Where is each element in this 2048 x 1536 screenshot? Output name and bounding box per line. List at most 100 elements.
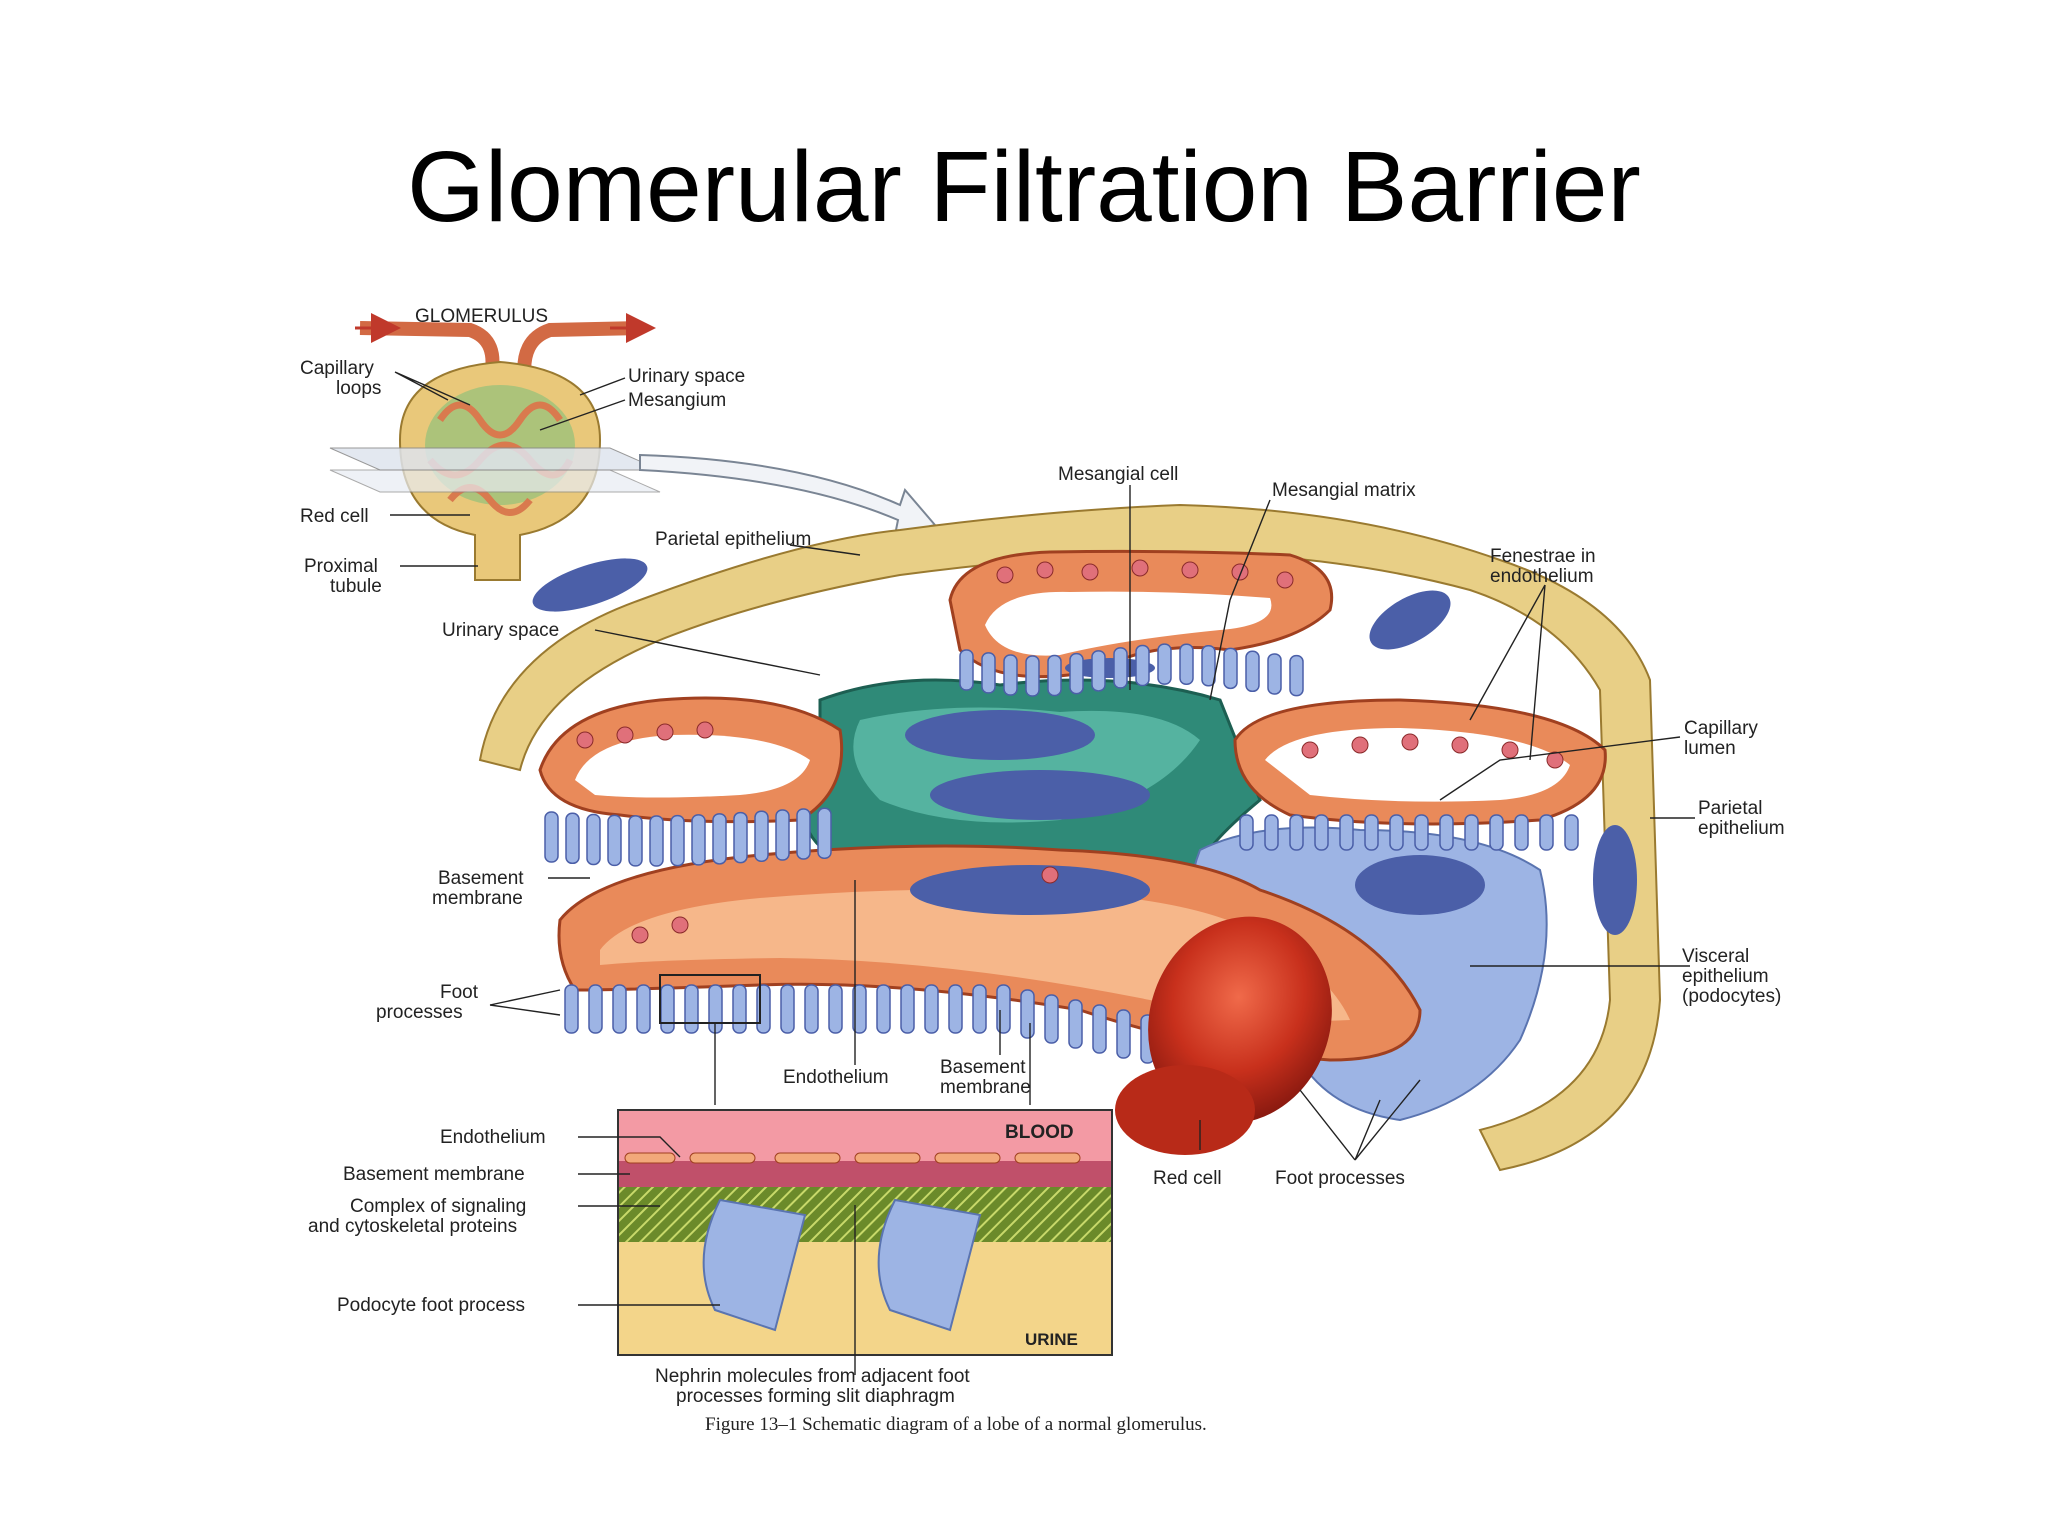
- fenestra: [631, 926, 649, 944]
- foot-process: [852, 984, 867, 1034]
- fenestra: [576, 731, 594, 749]
- parietal-nucleus: [532, 558, 648, 612]
- foot-process: [712, 813, 727, 865]
- foot-process: [1389, 814, 1404, 851]
- foot-process: [1201, 645, 1216, 687]
- foot-process: [959, 649, 974, 691]
- foot-process: [981, 652, 996, 694]
- blood-label: BLOOD: [1005, 1122, 1074, 1143]
- glomerulus-inset: GLOMERULUS Capillary loops Urinary space…: [300, 306, 937, 597]
- foot-process: [588, 984, 603, 1034]
- foot-process: [1091, 650, 1106, 692]
- foot-process: [817, 807, 832, 860]
- label-visceral-3: (podocytes): [1682, 986, 1781, 1007]
- foot-process: [1439, 814, 1454, 851]
- label-mesangial-matrix: Mesangial matrix: [1272, 480, 1416, 501]
- label-parietal-right-2: epithelium: [1698, 818, 1785, 839]
- label-basement-bottom-2: membrane: [940, 1077, 1031, 1098]
- fenestra: [1131, 559, 1149, 577]
- capillary-lumen-left: [575, 734, 810, 798]
- foot-process: [1025, 655, 1040, 697]
- label-podocyte-foot: Podocyte foot process: [337, 1295, 525, 1316]
- foot-process: [780, 984, 795, 1034]
- label-capillary-loops-2: loops: [336, 378, 381, 399]
- urine-label: URINE: [1025, 1330, 1078, 1349]
- basement-membrane-layer: [619, 1161, 1111, 1187]
- foot-process: [1044, 994, 1059, 1044]
- foot-process: [1245, 650, 1260, 693]
- mesangial-cell-nucleus: [930, 770, 1150, 820]
- label-complex-1: Complex of signaling: [350, 1196, 526, 1217]
- label-basement-left-2: membrane: [432, 888, 523, 909]
- foot-process: [612, 984, 627, 1034]
- label-endothelium-inset: Endothelium: [440, 1127, 546, 1148]
- foot-process: [1069, 652, 1084, 695]
- label-basement-bottom-1: Basement: [940, 1057, 1026, 1078]
- fenestra: [1041, 866, 1059, 884]
- foot-process: [1514, 814, 1529, 851]
- foot-process: [948, 984, 963, 1034]
- label-complex-2: and cytoskeletal proteins: [308, 1216, 517, 1237]
- fenestra: [616, 726, 634, 744]
- foot-process: [1157, 643, 1172, 685]
- foot-process: [1539, 814, 1554, 851]
- foot-process: [1113, 647, 1128, 689]
- foot-process: [1289, 654, 1304, 697]
- glomerular-lobe: [478, 503, 1662, 1172]
- foot-process: [670, 814, 685, 867]
- label-proximal-1: Proximal: [304, 556, 378, 577]
- foot-process: [732, 984, 747, 1034]
- foot-process: [775, 809, 790, 861]
- capillary-lumen-right: [1265, 728, 1570, 802]
- foot-process: [1364, 814, 1379, 851]
- zoom-arrow: [639, 453, 937, 537]
- foot-process: [756, 984, 771, 1034]
- foot-process: [828, 984, 843, 1034]
- label-basement-inset: Basement membrane: [343, 1164, 525, 1185]
- foot-process: [1135, 644, 1150, 687]
- foot-process: [1068, 999, 1083, 1049]
- fenestra: [1231, 563, 1249, 581]
- foot-process: [691, 814, 706, 866]
- fenestra: [1276, 571, 1294, 589]
- label-nephrin-1: Nephrin molecules from adjacent foot: [655, 1366, 970, 1387]
- fenestra: [656, 723, 674, 741]
- label-capillary-lumen-2: lumen: [1684, 738, 1736, 759]
- fenestrae-dots: [576, 559, 1564, 944]
- section-plane-1: [329, 447, 661, 471]
- foot-process: [565, 812, 580, 865]
- foot-process: [1267, 653, 1282, 695]
- label-foot-bottom: Foot processes: [1275, 1168, 1405, 1189]
- glomerulus-heading: GLOMERULUS: [415, 306, 548, 327]
- foot-process: [1092, 1004, 1107, 1054]
- label-parietal-epithelium-top: Parietal epithelium: [655, 529, 811, 550]
- fenestra: [1036, 561, 1054, 579]
- fenestra: [1501, 741, 1519, 759]
- foot-process: [1116, 1009, 1131, 1059]
- foot-process: [972, 984, 987, 1034]
- parietal-epithelium-band: [478, 503, 1662, 1172]
- label-capillary-loops-1: Capillary: [300, 358, 374, 379]
- fenestra: [1401, 733, 1419, 751]
- podocyte-nucleus: [1355, 855, 1485, 915]
- red-blood-cell-lower: [1115, 1065, 1255, 1155]
- fenestra: [1351, 736, 1369, 754]
- foot-process: [660, 984, 675, 1034]
- fenestra: [671, 916, 689, 934]
- label-visceral-2: epithelium: [1682, 966, 1769, 987]
- label-visceral-1: Visceral: [1682, 946, 1749, 967]
- foot-process: [1264, 814, 1279, 851]
- foot-process: [996, 984, 1011, 1034]
- label-fenestrae-1: Fenestrae in: [1490, 546, 1596, 567]
- fenestra: [1546, 751, 1564, 769]
- capillary-lumen-top: [985, 591, 1272, 656]
- label-mesangium: Mesangium: [628, 390, 726, 411]
- foot-process: [684, 984, 699, 1034]
- foot-process: [1489, 814, 1504, 851]
- detail-zoom-box: [659, 974, 761, 1024]
- label-red-cell-main: Red cell: [1153, 1168, 1222, 1189]
- label-endothelium-main: Endothelium: [783, 1067, 889, 1088]
- foot-process: [1564, 814, 1579, 851]
- fenestra: [1181, 561, 1199, 579]
- foot-process: [649, 815, 664, 867]
